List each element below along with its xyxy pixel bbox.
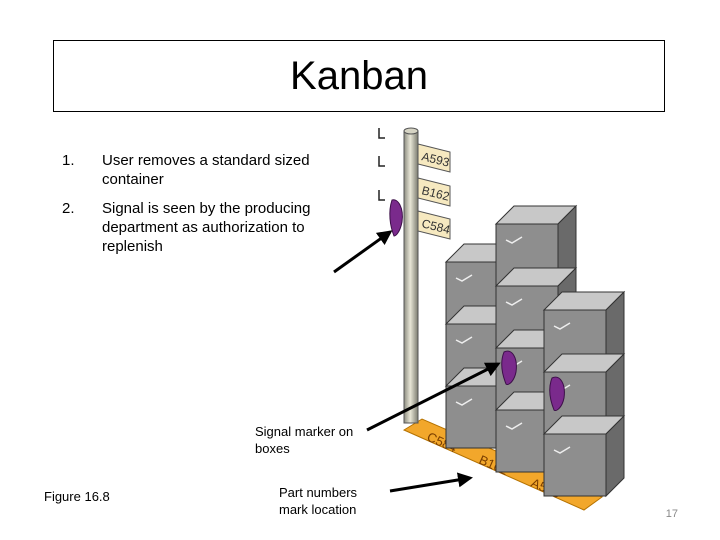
title-box: Kanban [53, 40, 665, 112]
pole-top [403, 127, 419, 135]
slide-number: 17 [665, 508, 678, 520]
signal-marker-caption: Signal marker on boxes [255, 424, 354, 456]
slide-title: Kanban [290, 53, 428, 98]
step-1-number: 1. [62, 152, 75, 169]
hooks [378, 128, 385, 201]
arrow-to-pole-marker [333, 230, 393, 274]
svg-text:C584: C584 [420, 216, 452, 237]
figure-caption: Figure 16.8 [44, 489, 110, 504]
arrow-to-floor [389, 472, 473, 493]
part-numbers-caption: Part numbers mark location [279, 485, 358, 517]
arrow-to-box-marker [366, 362, 501, 432]
signal-marker-box-1 [501, 350, 517, 385]
svg-text:B162: B162 [420, 183, 451, 203]
sign-c584: C584 [417, 210, 452, 240]
sign-a593: A593 [417, 143, 451, 173]
step-1-text: User removes a standard sized container [102, 152, 310, 188]
step-2-number: 2. [62, 200, 75, 217]
sign-b162: B162 [417, 177, 451, 207]
signal-marker-pole [389, 199, 403, 237]
signal-marker-box-2 [549, 376, 565, 411]
svg-text:A593: A593 [420, 149, 451, 169]
pole [403, 130, 419, 424]
step-2-text: Signal is seen by the producing departme… [102, 200, 311, 255]
